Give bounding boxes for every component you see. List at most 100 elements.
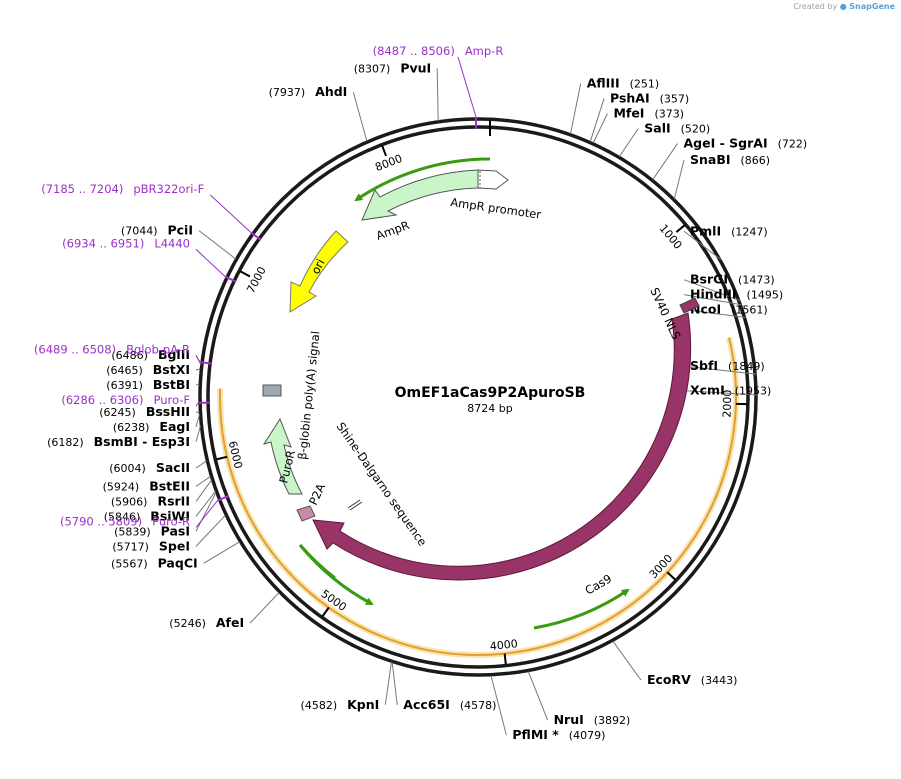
site-leader-SacII	[195, 460, 207, 469]
ori-label: ori	[308, 257, 327, 277]
site-leader-KpnI	[384, 662, 392, 705]
site-label-NcoI: NcoI(1561)	[690, 302, 768, 317]
site-leader-BssHII	[195, 411, 200, 414]
p2a-box	[296, 505, 316, 522]
primer-labels: (8487 .. 8506)Amp-R (7185 .. 7204)pBR322o…	[34, 44, 503, 528]
site-label-AfeI: (5246)AfeI	[169, 615, 244, 630]
site-label-AhdI: (7937)AhdI	[269, 84, 348, 99]
site-leader-MfeI	[592, 113, 608, 144]
site-leader-SalI	[619, 128, 639, 157]
ampr-promoter-arrow	[477, 169, 509, 190]
site-label-PflMI: PflMI *(4079)	[512, 727, 605, 742]
primer-label-L4440: (6934 .. 6951)L4440	[62, 236, 190, 250]
cas9-lower-orf-arrow	[298, 544, 374, 606]
site-leader-SbfI	[683, 365, 757, 375]
site-label-BstEII: (5924)BstEII	[103, 478, 190, 493]
site-label-SalI: SalI(520)	[644, 121, 710, 136]
credit-brand: SnapGene	[849, 2, 895, 11]
primer-label-pBR322oriF: (7185 .. 7204)pBR322ori-F	[41, 182, 204, 196]
site-leader-EagI	[195, 414, 201, 428]
snapgene-credit: Created by ● SnapGene	[793, 2, 895, 11]
p2a-label: P2A	[306, 481, 328, 507]
site-leader-BstEII	[195, 476, 211, 487]
site-leader-PvuI	[436, 68, 439, 121]
tick-label-6000: 6000	[226, 440, 245, 470]
primer-label-PuroR: (5790 .. 5809)Puro-R	[60, 514, 190, 528]
cas9-orf-line	[219, 337, 737, 656]
shine-dalgarno-mark-1	[347, 499, 361, 509]
site-leader-SnaBI	[673, 159, 685, 199]
cas9-label: Cas9	[583, 571, 615, 597]
site-leader-AhdI	[352, 92, 368, 142]
plasmid-name: OmEF1aCas9P2ApuroSB	[395, 385, 586, 401]
cas9-arrow	[312, 312, 692, 581]
beta-globin-polya-box	[262, 384, 282, 397]
site-leader-HindIII	[683, 294, 742, 306]
site-leader-PmlI	[683, 230, 722, 260]
shine-dalgarno-mark-2	[349, 501, 363, 511]
primer-leader-PuroR	[195, 500, 219, 528]
cas9-right-orf-arrow	[533, 588, 630, 630]
ampr-arrow	[361, 169, 479, 221]
site-leader-SpeI	[195, 514, 226, 547]
site-leader-AgeI	[652, 143, 678, 180]
site-label-AflIII: AflIII(251)	[587, 76, 660, 91]
site-label-PaqCI: (5567)PaqCI	[111, 555, 198, 570]
tick-label-4000: 4000	[489, 637, 518, 653]
site-label-AgeI: AgeI - SgrAI(722)	[683, 136, 807, 151]
primer-leader-L4440	[195, 249, 226, 277]
primer-mark-BglobpAR	[200, 361, 213, 365]
primer-label-BglobpAR: (6489 .. 6508)Bglob-pA-R	[34, 343, 190, 357]
site-leader-BstBI	[195, 383, 200, 386]
site-label-SbfI: SbfI(1849)	[690, 358, 765, 373]
site-label-BsrGI: BsrGI(1473)	[690, 272, 775, 287]
site-label-EagI: (6238)EagI	[113, 419, 190, 434]
site-leader-AflIII	[569, 83, 582, 134]
tick-label-1000: 1000	[657, 222, 685, 252]
site-label-SnaBI: SnaBI(866)	[690, 152, 770, 167]
ampr-label: AmpR	[374, 218, 411, 243]
site-label-Acc65I: Acc65I(4578)	[403, 697, 496, 712]
site-label-BstXI: (6465)BstXI	[106, 362, 190, 377]
primer-mark-L4440	[224, 275, 237, 283]
site-leader-PasI	[195, 492, 217, 532]
site-label-KpnI: (4582)KpnI	[301, 697, 380, 712]
site-label-PshAI: PshAI(357)	[610, 91, 689, 106]
tick-4000	[503, 653, 507, 665]
sv40-nls-box	[679, 297, 700, 314]
site-label-PciI: (7044)PciI	[121, 223, 193, 238]
primer-mark-pBR322oriF	[250, 231, 262, 241]
site-leader-BsmBI	[195, 425, 201, 442]
tick-6000	[216, 455, 228, 461]
tick-7000	[239, 270, 251, 278]
tick-5000	[321, 606, 330, 618]
tick-8000	[381, 145, 387, 157]
site-label-EcoRV: EcoRV(3443)	[647, 672, 737, 687]
site-leader-PshAI	[589, 98, 605, 142]
primer-mark-PuroR	[217, 494, 230, 502]
tick-label-2000: 2000	[721, 389, 735, 417]
credit-prefix: Created by	[793, 2, 838, 11]
restriction-sites: AflIII(251)PshAI(357)MfeI(373)SalI(520)A…	[47, 60, 807, 742]
site-leader-BsrGI	[683, 279, 740, 302]
site-label-NruI: NruI(3892)	[554, 712, 631, 727]
shine-dalgarno-label: Shine-Dalgarno sequence	[334, 420, 430, 549]
ampr-promoter-label: AmpR promoter	[450, 195, 543, 222]
site-leader-NcoI	[683, 309, 746, 318]
site-label-PmlI: PmlI(1247)	[690, 223, 768, 238]
site-leader-RsrII	[195, 479, 213, 502]
beta-globin-polya-label: β-globin poly(A) signal	[295, 330, 322, 460]
backbone-inner	[206, 125, 750, 669]
site-label-BsiWI: (5846)BsiWI	[104, 508, 190, 523]
ampr-orf-arrow	[354, 157, 491, 202]
primer-label-PuroF: (6286 .. 6306)Puro-F	[61, 393, 190, 407]
site-label-BsmBI: (6182)BsmBI - Esp3I	[47, 434, 190, 449]
primer-label-AmpR: (8487 .. 8506)Amp-R	[373, 44, 504, 58]
site-leader-EcoRV	[612, 640, 642, 681]
site-leader-AfeI	[249, 592, 280, 624]
plasmid-length: 8724 bp	[467, 402, 512, 415]
site-label-PvuI: (8307)PvuI	[354, 60, 431, 75]
site-label-MfeI: MfeI(373)	[613, 106, 684, 121]
backbone-outer	[198, 117, 758, 677]
